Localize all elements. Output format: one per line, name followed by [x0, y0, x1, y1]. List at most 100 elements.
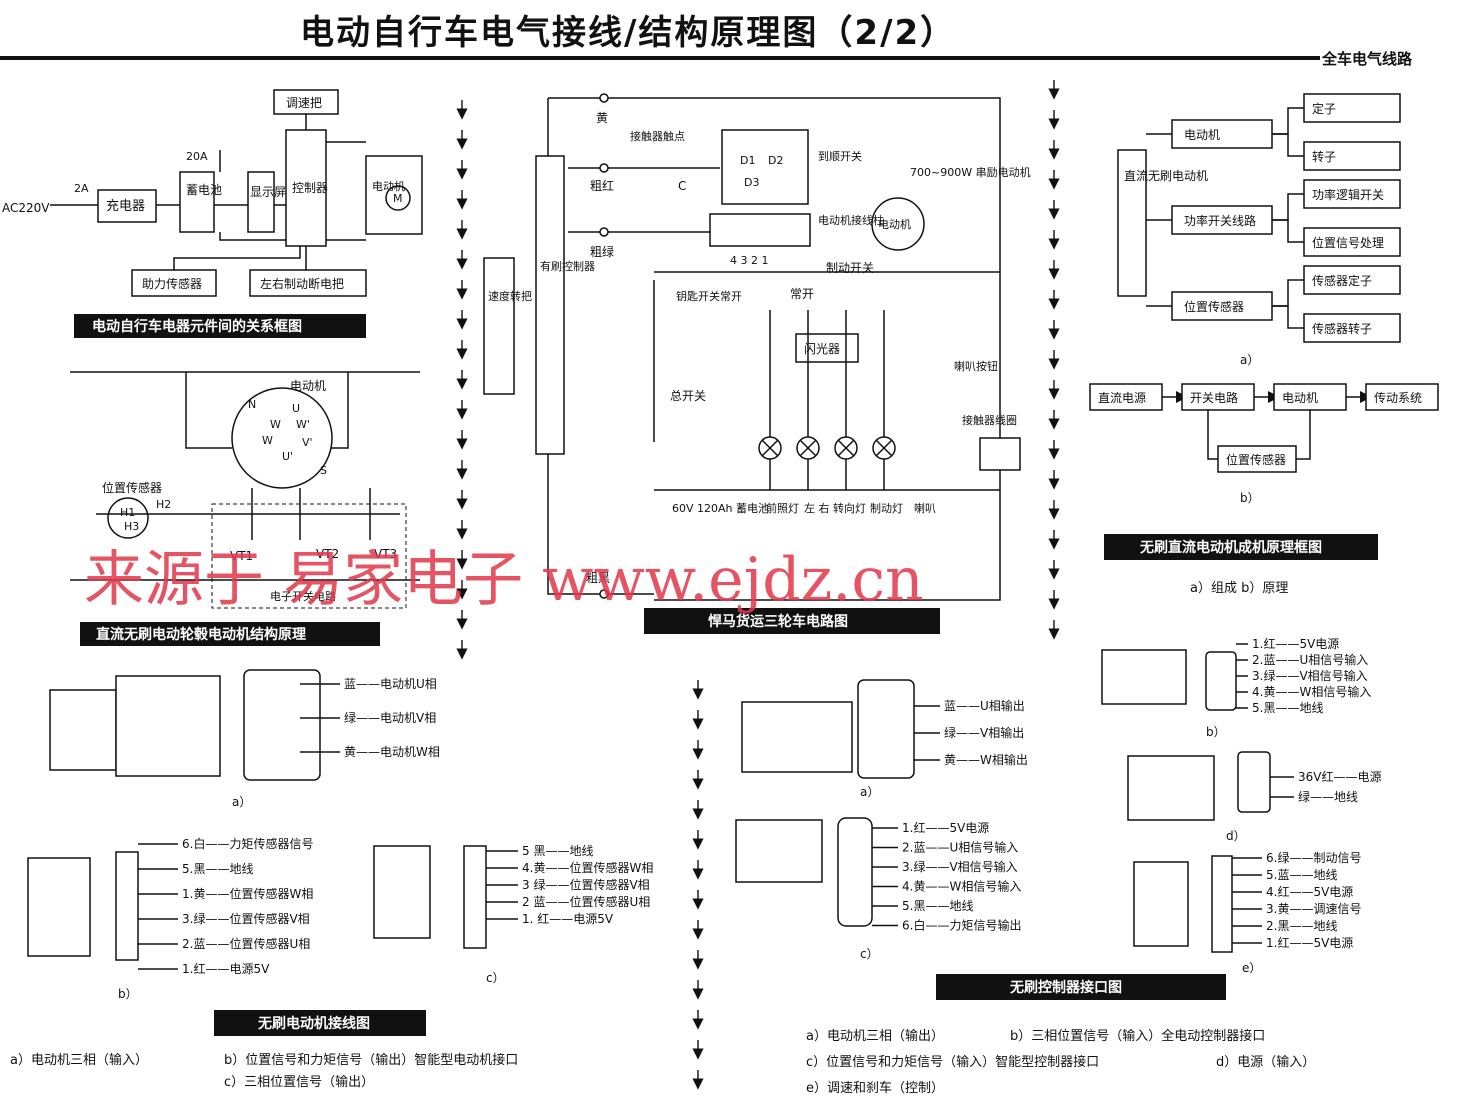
tree-leaf-box — [1303, 265, 1401, 295]
pin-label: 36V红——电源 — [1298, 769, 1381, 784]
pin-label: 5.黑——地线 — [182, 862, 253, 876]
vt2-label: VT2 — [316, 547, 339, 561]
reverse-label: 到顺开关 — [818, 149, 862, 163]
ac-label: AC220V — [2, 201, 50, 215]
pin-label: 绿——V相输出 — [944, 725, 1024, 740]
speed-handle-box — [273, 89, 339, 115]
pin-label: 3.绿——位置传感器V相 — [182, 911, 310, 926]
pin-label: 绿——地线 — [1298, 789, 1358, 804]
block2-motor-label: 电动机 — [290, 379, 326, 393]
tree-child-label: 位置传感器 — [1184, 299, 1244, 314]
tricycle-circuit: 有刷控制器 速度转把 黄 粗红 粗绿 粗黑 接触器触点 C D1 D2 D3 到… — [483, 93, 1031, 634]
flow-label: 传动系统 — [1374, 390, 1422, 405]
caption-2: 直流无刷电动轮毂电动机结构原理 — [96, 626, 306, 643]
brushless-tree: 直流无刷电动机电动机定子转子功率开关线路功率逻辑开关位置信号处理位置传感器传感器… — [1089, 93, 1439, 596]
wire-black: 粗黑 — [586, 571, 610, 585]
tree-root-box — [1117, 149, 1147, 297]
pin-label: 4.红——5V电源 — [1266, 884, 1353, 899]
caption-bar-4 — [1104, 534, 1378, 560]
pin-label: 6.白——力矩信号输出 — [902, 918, 1021, 933]
b6-sub-e: e） — [1242, 961, 1261, 975]
controller-label: 控制器 — [292, 181, 328, 195]
wire-red: 粗红 — [590, 178, 614, 193]
pin-label: 5.蓝——地线 — [1266, 868, 1337, 882]
caption-bar-6 — [936, 974, 1226, 1000]
pin-label: 5.黑——地线 — [902, 899, 973, 913]
flasher-label: 闪光器 — [804, 342, 840, 356]
pin-label: 蓝——U相输出 — [944, 698, 1025, 713]
main-switch-label: 总开关 — [670, 389, 706, 403]
pin-label: 5 黑——地线 — [522, 844, 593, 858]
assist-sensor-box — [131, 269, 217, 297]
b6-sub-d: d） — [1226, 829, 1246, 843]
section-tag: 全车电气线路 — [1321, 50, 1413, 68]
pin-label: 4.黄——W相信号输入 — [1252, 684, 1371, 699]
tree-leaf-box — [1303, 179, 1401, 209]
b5-sub-a: a） — [232, 795, 251, 809]
watermark: 来源于 易家电子 www.ejdz.cn — [84, 545, 924, 615]
caption-bar-2 — [80, 622, 380, 646]
tree-leaf-box — [1303, 141, 1401, 171]
h3-label: H3 — [124, 520, 139, 533]
w-label-2: W — [262, 434, 273, 447]
fuse-20a-label: 20A — [186, 150, 208, 163]
pin-label: 4.黄——位置传感器W相 — [522, 860, 653, 875]
tree-leaf-box — [1303, 93, 1401, 123]
pin-label: 1.红——电源5V — [182, 961, 270, 976]
horn-button-label: 喇叭按钮 — [954, 359, 998, 373]
pin-label: 黄——电动机W相 — [344, 745, 440, 759]
motor-spec: 700~900W 串励电动机 — [910, 165, 1031, 179]
normally-open-label: 常开 — [790, 287, 814, 301]
v2-label: V' — [302, 436, 313, 449]
terminal-numbers: 4 3 2 1 — [730, 254, 768, 267]
b6-note-c: c）位置信号和力矩信号（输入）智能型控制器接口 — [806, 1054, 1099, 1070]
b5-note-b: b）位置信号和力矩信号（输出）智能型电动机接口 — [224, 1052, 518, 1068]
caption-3: 悍马货运三轮车电路图 — [708, 613, 848, 630]
battery-label: 蓄电池 — [186, 183, 222, 197]
fuse-2a-label: 2A — [74, 182, 89, 195]
flow-label: 直流电源 — [1098, 391, 1146, 405]
w-label: W — [270, 418, 281, 431]
motor-3-label: 电动机 — [878, 217, 911, 231]
b5-note-a: a）电动机三相（输入） — [10, 1052, 148, 1068]
tree-sub-a: a） — [1240, 353, 1259, 367]
assist-sensor-label: 助力传感器 — [142, 276, 202, 291]
brushed-controller — [535, 155, 565, 455]
throttle-box — [483, 257, 515, 395]
pin-label: 1.红——5V电源 — [1266, 935, 1353, 950]
battery-60v-label: 60V 120Ah 蓄电池 — [672, 502, 769, 515]
feedback-label: 位置传感器 — [1226, 452, 1286, 467]
coil-label: 接触器线圈 — [962, 413, 1017, 427]
pin-label: 蓝——电动机U相 — [344, 677, 437, 691]
caption-bar-1 — [74, 314, 366, 338]
speed-handle-label: 调速把 — [286, 96, 322, 110]
tree-leaf-label: 传感器转子 — [1312, 321, 1372, 336]
reverse-switch — [721, 129, 809, 205]
b5-sub-b: b） — [118, 987, 138, 1001]
b6-note-a: a）电动机三相（输出） — [806, 1028, 944, 1044]
caption-bar-5 — [214, 1010, 426, 1036]
vt1-label: VT1 — [230, 549, 253, 563]
turn-lamp-label: 左 右 转向灯 — [804, 501, 866, 515]
tree-child-label: 功率开关线路 — [1184, 213, 1256, 228]
b6-sub-c: c） — [860, 947, 879, 961]
pin-label: 2.蓝——U相信号输入 — [1252, 652, 1368, 667]
display-box — [247, 171, 275, 233]
n-pole-label: N — [248, 398, 256, 411]
pin-label: 绿——电动机V相 — [344, 710, 436, 725]
motor-terminal — [709, 213, 811, 247]
controller-label-3: 有刷控制器 — [540, 259, 595, 273]
caption-1: 电动自行车电器元件间的关系框图 — [92, 318, 302, 335]
brake-switch-3: 制动开关 — [826, 261, 874, 275]
flow-label: 电动机 — [1282, 391, 1318, 405]
b6-sub-b: b） — [1206, 725, 1226, 739]
coil-c-box — [979, 437, 1021, 471]
charger-box — [97, 189, 157, 223]
pin-label: 4.黄——W相信号输入 — [902, 879, 1021, 894]
horn-label: 喇叭 — [914, 501, 936, 515]
vt3-label: VT3 — [374, 547, 397, 561]
motor-label: 电动机 — [372, 179, 405, 193]
h2-label: H2 — [156, 498, 171, 511]
